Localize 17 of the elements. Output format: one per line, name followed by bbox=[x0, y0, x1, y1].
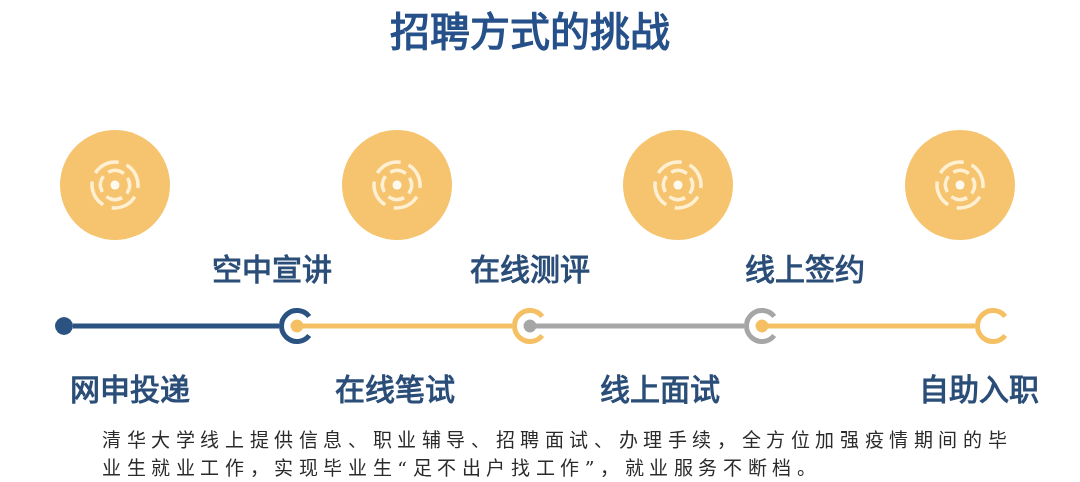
timeline-segment bbox=[315, 323, 512, 329]
step-label: 自助入职 bbox=[919, 372, 1039, 408]
timeline-segment bbox=[548, 323, 744, 329]
caption: 清华大学线上提供信息、职业辅导、招聘面试、办理手续，全方位加强疫情期间的毕业生就业工作，实现毕业生“足不出户找工作”，就业服务不断档。 bbox=[102, 428, 1014, 481]
timeline-segment bbox=[73, 323, 279, 329]
timeline-dot bbox=[55, 317, 73, 335]
title: 招聘方式的挑战 bbox=[389, 8, 671, 57]
timeline-segment bbox=[780, 323, 975, 329]
step-label: 在线笔试 bbox=[335, 372, 455, 408]
step-label: 网申投递 bbox=[70, 372, 190, 408]
step-label: 线上面试 bbox=[600, 372, 720, 408]
step-label: 在线测评 bbox=[470, 252, 590, 288]
timeline-ring bbox=[512, 308, 548, 344]
step-label: 空中宣讲 bbox=[212, 252, 332, 288]
step-label: 线上签约 bbox=[745, 252, 865, 288]
timeline-ring bbox=[279, 308, 315, 344]
timeline-ring bbox=[744, 308, 780, 344]
